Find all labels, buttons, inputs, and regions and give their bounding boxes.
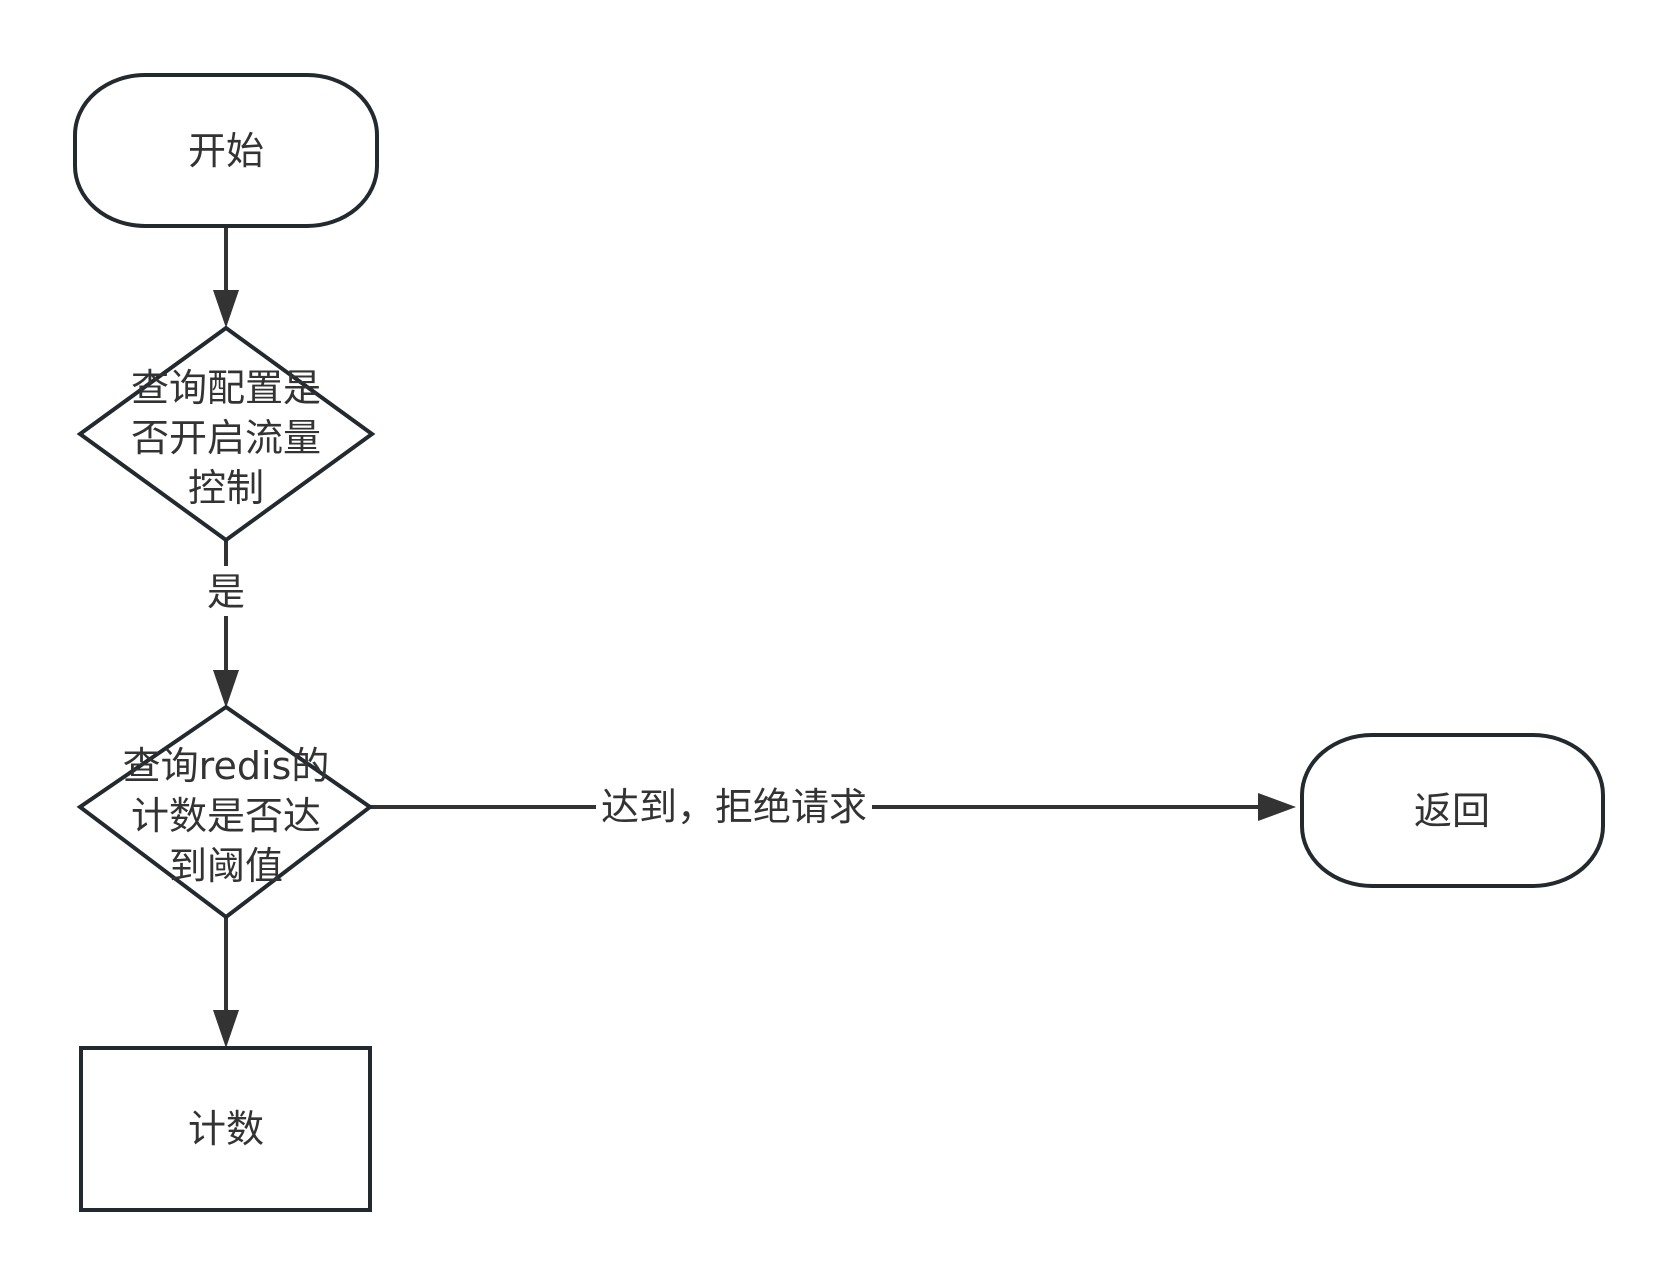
- node-label-line-1: 查询配置是: [131, 366, 321, 410]
- node-check-config[interactable]: 查询配置是 否开启流量 控制: [76, 325, 376, 543]
- edge-label-reject: 达到，拒绝请求: [601, 785, 867, 829]
- arrowhead-icon: [213, 290, 239, 328]
- arrowhead-icon: [213, 1010, 239, 1048]
- decision-shape: [76, 704, 374, 920]
- edge-start-to-check-config: [213, 226, 239, 328]
- decision-shape: [76, 325, 376, 543]
- node-label-line-1: 查询redis的: [123, 744, 330, 788]
- edge-check-redis-to-count: [213, 917, 239, 1048]
- terminal-shape: [73, 73, 379, 228]
- node-label-line-3: 到阈值: [169, 844, 283, 888]
- edge-label-background: [596, 782, 872, 832]
- process-shape: [79, 1046, 372, 1212]
- node-label-line-2: 计数是否达: [131, 794, 321, 838]
- arrowhead-icon: [213, 670, 239, 708]
- node-count[interactable]: 计数: [79, 1046, 372, 1212]
- node-label: 返回: [1414, 789, 1490, 833]
- node-label-line-2: 否开启流量: [131, 416, 321, 460]
- node-check-redis[interactable]: 查询redis的 计数是否达 到阈值: [76, 704, 374, 920]
- terminal-shape: [1300, 733, 1605, 888]
- arrowhead-icon: [1258, 793, 1296, 821]
- node-start[interactable]: 开始: [73, 73, 379, 228]
- node-return[interactable]: 返回: [1300, 733, 1605, 888]
- edge-check-config-to-check-redis: 是: [207, 540, 245, 708]
- node-label: 开始: [188, 129, 264, 173]
- node-label-line-3: 控制: [188, 466, 264, 510]
- edge-check-redis-to-return: 达到，拒绝请求: [370, 782, 1296, 832]
- node-label: 计数: [188, 1107, 264, 1151]
- edge-label-yes: 是: [207, 570, 245, 614]
